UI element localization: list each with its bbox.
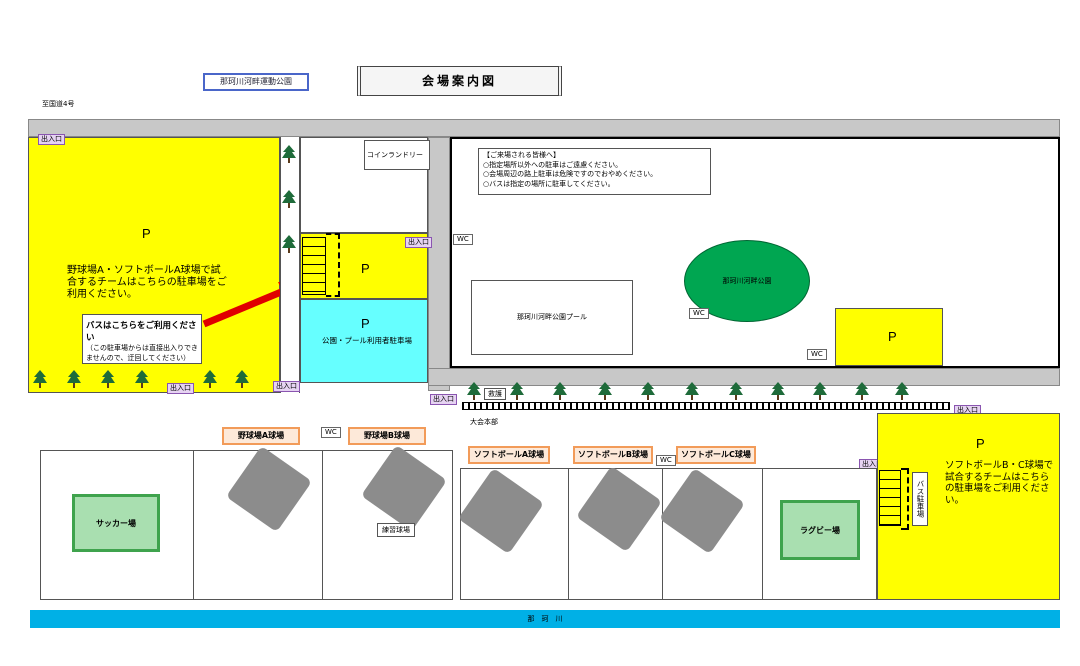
- field-label-softball-b: ソフトボールB球場: [573, 446, 653, 464]
- notice-heading: 【ご来場される皆様へ】: [483, 151, 560, 159]
- park-parking-text: 公園・プール利用者駐車場: [322, 336, 412, 345]
- field-label-baseball-a: 野球場A球場: [222, 427, 300, 445]
- river-label: 那 珂 川: [527, 615, 563, 623]
- river: 那 珂 川: [30, 610, 1060, 628]
- tree-icon: [467, 382, 481, 400]
- park-right-p: P: [888, 329, 897, 344]
- tree-icon: [282, 235, 296, 253]
- entrance-tag: 出入口: [38, 134, 65, 145]
- main-road: [28, 119, 1060, 137]
- tree-icon: [598, 382, 612, 400]
- field-label-softball-a: ソフトボールA球場: [468, 446, 550, 464]
- field-divider: [193, 450, 194, 600]
- field-divider: [662, 468, 663, 600]
- road-vertical: [428, 137, 450, 391]
- entrance-tag: 出入口: [430, 394, 457, 405]
- bus-area-right-dashed: [901, 468, 909, 530]
- tree-icon: [135, 370, 149, 388]
- field-label-softball-c: ソフトボールC球場: [676, 446, 756, 464]
- tree-icon: [553, 382, 567, 400]
- notice-box: 【ご来場される皆様へ】 ○指定場所以外への駐車はご遠慮ください。 ○会場周辺の路…: [478, 148, 711, 195]
- bus-parking-label: バス駐車場: [912, 472, 928, 526]
- tree-strip: [280, 137, 300, 393]
- entrance-tag: 出入口: [273, 381, 300, 392]
- notice-line-2: ○会場周辺の路上駐車は危険ですのでおやめください。: [483, 170, 658, 178]
- tree-icon: [813, 382, 827, 400]
- entrance-tag: 出入口: [405, 237, 432, 248]
- parking-lot-park: P 公園・プール利用者駐車場: [300, 299, 428, 383]
- wc-marker: WC: [453, 234, 473, 245]
- wc-marker: WC: [807, 349, 827, 360]
- soccer-field: サッカー場: [72, 494, 160, 552]
- tree-icon: [282, 190, 296, 208]
- field-divider: [568, 468, 569, 600]
- wc-marker: WC: [321, 427, 341, 438]
- map-title: 会場案内図: [421, 74, 497, 88]
- field-divider: [762, 468, 763, 600]
- tree-icon: [203, 370, 217, 388]
- tree-icon: [729, 382, 743, 400]
- wc-marker: WC: [656, 455, 676, 466]
- tree-icon: [33, 370, 47, 388]
- parking-middle-p: P: [361, 261, 370, 276]
- notice-line-1: ○指定場所以外への駐車はご遠慮ください。: [483, 160, 623, 169]
- road-lower: [428, 368, 1060, 386]
- parking-lot-left: P 野球場A・ソフトボールA球場で試合するチームはこちらの駐車場をご利用ください…: [28, 137, 280, 393]
- bus-notice-box: バスはこちらをご利用ください （この駐車場からは直接出入りできませんので、迂回し…: [82, 314, 202, 364]
- parking-p-label: P: [142, 226, 151, 241]
- notice-line-3: ○バスは指定の場所に駐車してください。: [483, 179, 615, 188]
- bus-notice-body: （この駐車場からは直接出入りできませんので、迂回してください）: [86, 344, 198, 362]
- field-label-baseball-b: 野球場B球場: [348, 427, 426, 445]
- park-parking-p: P: [361, 316, 370, 331]
- pool: 那珂川河畔公園プール: [471, 280, 633, 355]
- coin-laundry: コインランドリー: [364, 140, 430, 170]
- tree-icon: [510, 382, 524, 400]
- park-name-label: 那珂川河畔運動公園: [203, 73, 309, 91]
- tree-icon: [235, 370, 249, 388]
- fence-line: [462, 402, 950, 410]
- tree-icon: [282, 145, 296, 163]
- bus-spaces-middle: [302, 237, 326, 295]
- tree-icon: [101, 370, 115, 388]
- bus-area-dashed: [326, 233, 340, 297]
- practice-field-label: 練習球場: [377, 523, 415, 537]
- tree-icon: [771, 382, 785, 400]
- tree-icon: [895, 382, 909, 400]
- route-note: 至国道4号: [42, 100, 75, 108]
- tree-icon: [641, 382, 655, 400]
- entrance-tag: 出入口: [167, 383, 194, 394]
- hq-label: 大会本部: [470, 418, 498, 426]
- parking-lot-park-right: P: [835, 308, 943, 366]
- map-title-scroll: 会場案内図: [357, 66, 562, 96]
- rugby-field: ラグビー場: [780, 500, 860, 560]
- tree-icon: [685, 382, 699, 400]
- bus-spaces-right: [879, 470, 901, 526]
- parking-left-text: 野球場A・ソフトボールA球場で試合するチームはこちらの駐車場をご利用ください。: [67, 265, 227, 300]
- parking-right-p: P: [976, 436, 985, 451]
- bus-notice-title: バスはこちらをご利用ください: [86, 321, 197, 343]
- parking-right-text: ソフトボールB・C球場で試合するチームはこちらの駐車場をご利用ください。: [945, 460, 1054, 506]
- first-aid-label: 救護: [484, 388, 506, 400]
- tree-icon: [855, 382, 869, 400]
- field-divider: [322, 450, 323, 600]
- wc-marker: WC: [689, 308, 709, 319]
- tree-icon: [67, 370, 81, 388]
